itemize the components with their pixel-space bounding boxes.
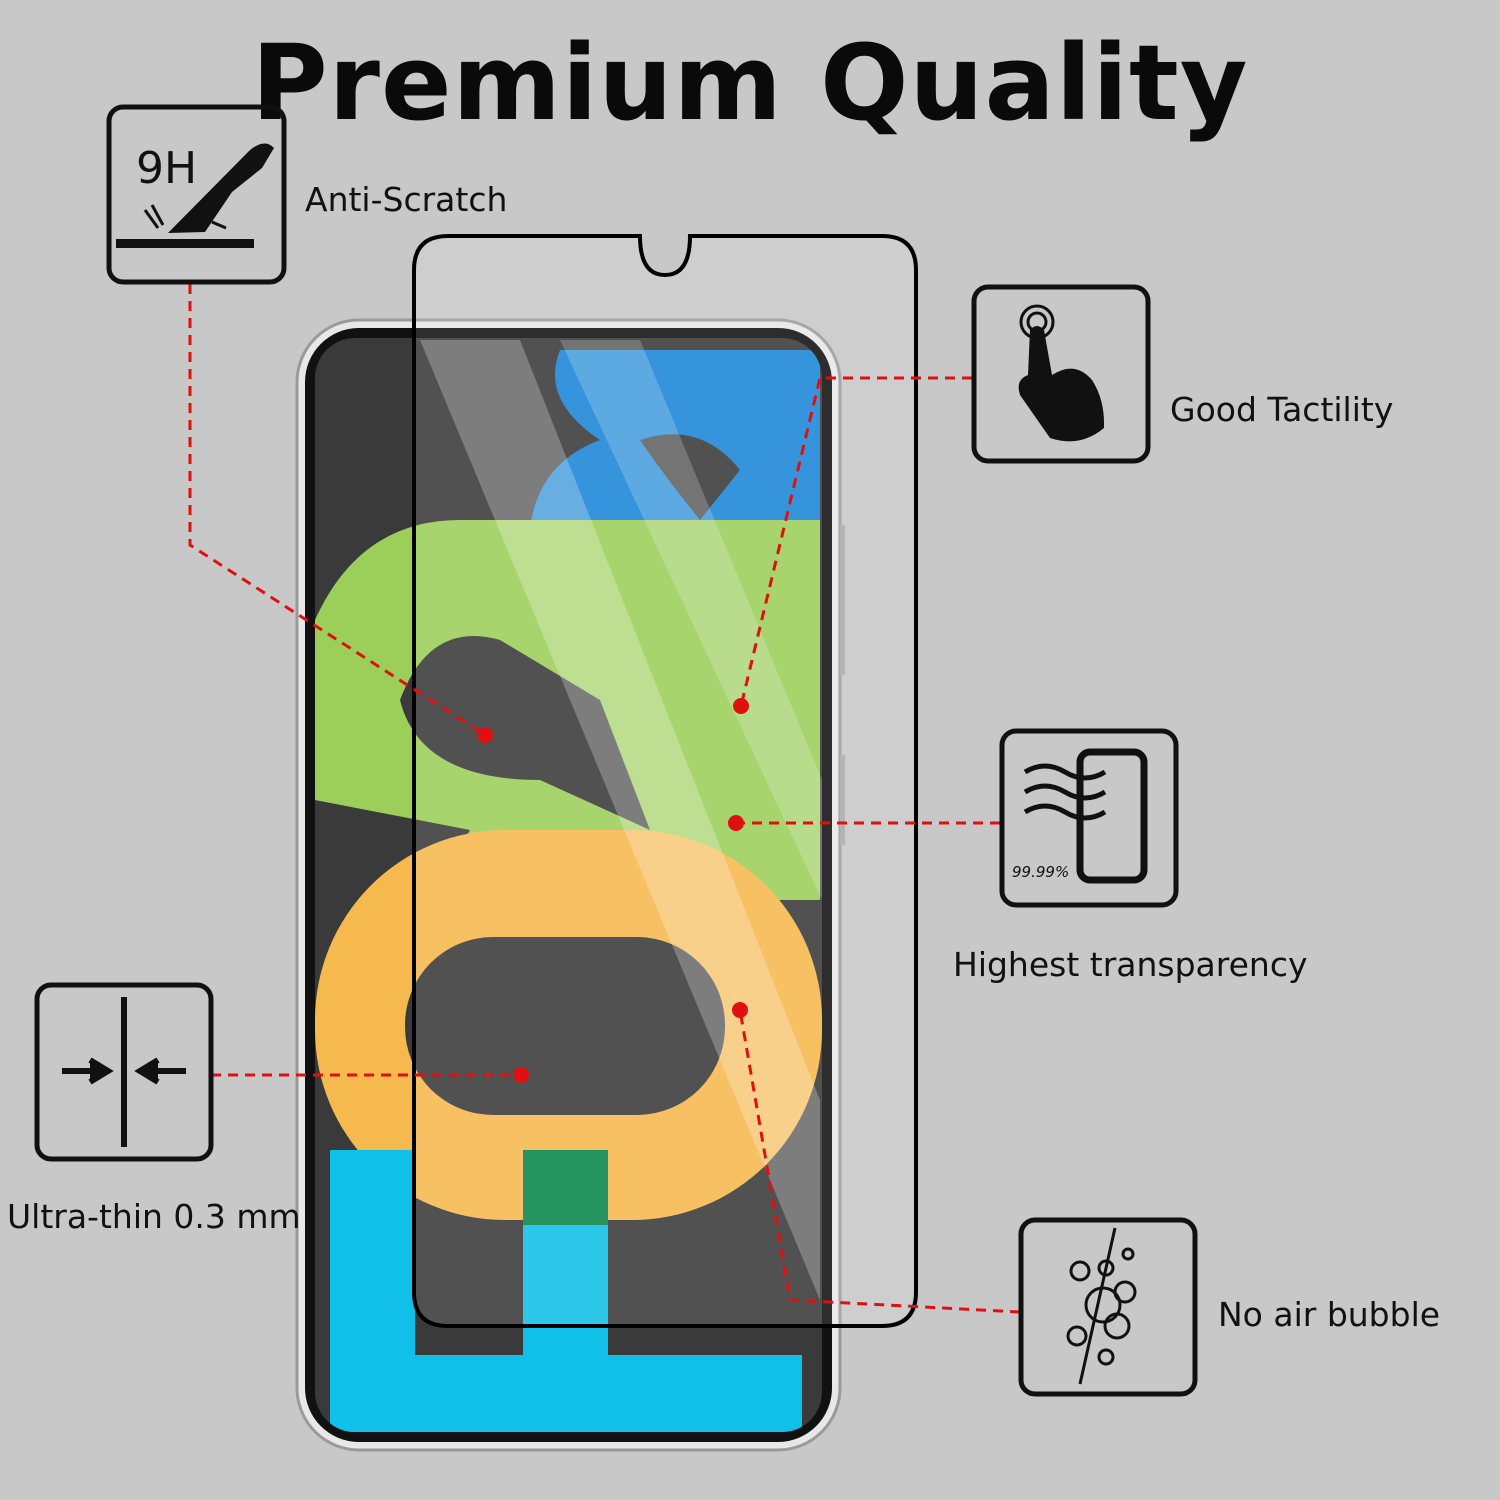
page-title: Premium Quality (251, 22, 1249, 144)
svg-text:99.99%: 99.99% (1012, 863, 1069, 881)
anti-scratch-box (106, 104, 287, 285)
touch-hand-icon (1018, 304, 1105, 442)
bubbles-icon (1066, 1227, 1137, 1385)
leader-dots (477, 698, 749, 1083)
transparency-box (999, 728, 1179, 908)
ultra-thin-label: Ultra-thin 0.3 mm (7, 1197, 301, 1236)
transparent-screen-icon: 99.99% (1012, 748, 1148, 884)
good-tactility-label: Good Tactility (1170, 390, 1394, 429)
leader-lines (188, 284, 1021, 1314)
no-air-bubble-label: No air bubble (1218, 1295, 1441, 1334)
knife-scratch-icon: 9H (116, 143, 274, 248)
anti-scratch-label: Anti-Scratch (305, 180, 508, 219)
phone-screen (315, 338, 822, 1432)
tactility-box (971, 284, 1151, 464)
highest-transparency-label: Highest transparency (953, 945, 1308, 984)
screen-protector (412, 234, 918, 1328)
thickness-arrows-icon (62, 997, 186, 1147)
bubble-box (1018, 1217, 1198, 1397)
phone (295, 318, 845, 1452)
svg-text:9H: 9H (136, 143, 197, 194)
thin-box (34, 982, 214, 1162)
